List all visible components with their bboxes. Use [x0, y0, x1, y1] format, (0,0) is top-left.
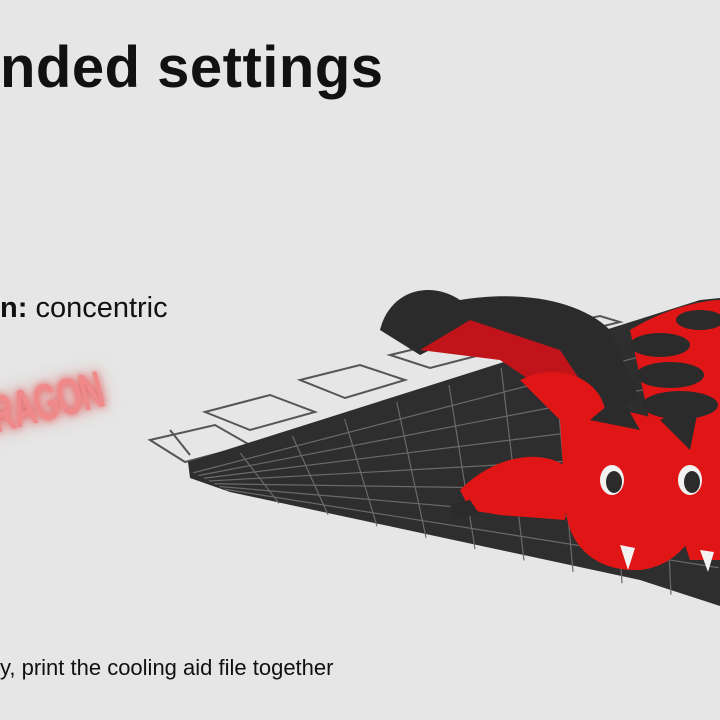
- setting-label: n:: [0, 292, 28, 324]
- setting-value: concentric: [35, 292, 168, 324]
- setting-line: n: concentric: [0, 292, 168, 325]
- dragon-model: [380, 290, 720, 572]
- page-title: nded settings: [0, 35, 384, 100]
- note-text: y, print the cooling aid file together: [0, 655, 334, 680]
- grid-line: [193, 337, 712, 474]
